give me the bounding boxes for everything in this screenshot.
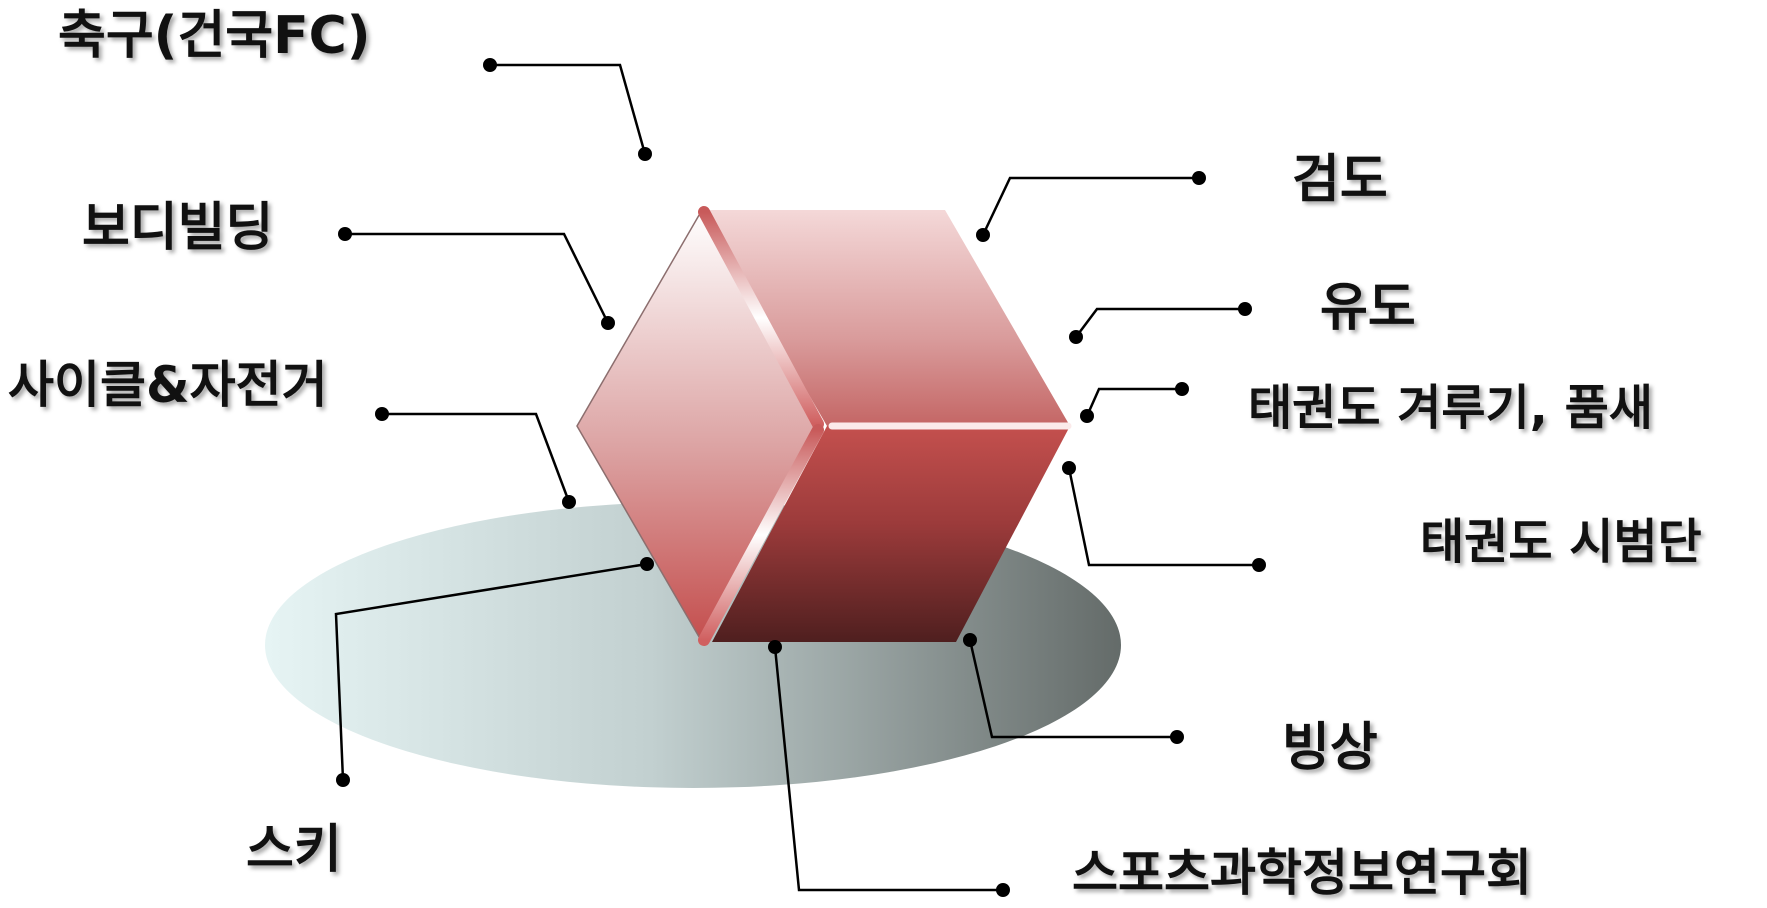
connector-judo <box>1075 307 1245 338</box>
connectors <box>334 63 1259 892</box>
connector-soccer <box>490 63 647 155</box>
label-ice-skating: 빙상 <box>1282 718 1378 778</box>
connector-cycling <box>382 412 571 503</box>
connector-dots <box>336 58 1266 897</box>
label-ski: 스키 <box>246 820 342 880</box>
label-sports-science: 스포츠과학정보연구회 <box>1072 844 1532 902</box>
cube-edge-lower <box>698 424 824 646</box>
label-cycling: 사이클&자전거 <box>8 356 328 414</box>
cube-top-face <box>702 210 1070 426</box>
cube-edge-upper <box>698 206 824 430</box>
connector-kendo <box>981 176 1199 236</box>
cube-right-face <box>712 426 1070 642</box>
connector-taekwondo-sparring <box>1085 387 1182 417</box>
label-bodybuilding: 보디빌딩 <box>82 198 274 258</box>
label-soccer: 축구(건국FC) <box>58 6 371 66</box>
connector-ski <box>334 562 648 781</box>
connector-bodybuilding <box>345 232 610 324</box>
label-taekwondo-demo: 태권도 시범단 <box>1420 514 1702 570</box>
connector-ice-skating <box>968 639 1177 739</box>
label-judo: 유도 <box>1320 278 1416 338</box>
connector-taekwondo-demo <box>1067 467 1259 567</box>
label-taekwondo-sparring: 태권도 겨루기, 품새 <box>1248 380 1653 436</box>
connector-sports-science <box>773 646 1003 892</box>
label-kendo: 검도 <box>1292 150 1388 210</box>
